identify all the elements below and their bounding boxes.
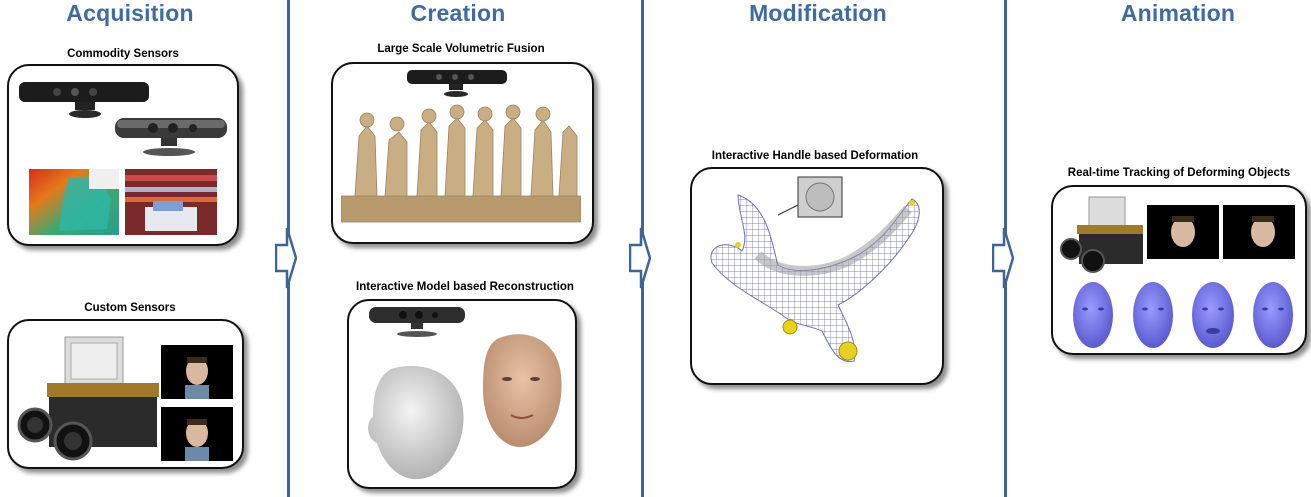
column-title-modification: Modification [749, 0, 887, 26]
flow-arrow-2 [629, 227, 651, 289]
stereo-camera-rig-icon [1060, 196, 1143, 273]
panel-model-reconstruction [347, 299, 577, 489]
kinect-sensor-icon [407, 70, 507, 97]
face-video-frame-1 [161, 345, 233, 399]
panel-handle-deformation [690, 167, 944, 385]
label-volumetric-fusion: Large Scale Volumetric Fusion [377, 43, 545, 55]
label-custom-sensors: Custom Sensors [84, 302, 176, 314]
depth-camera-icon [369, 307, 465, 337]
column-title-creation: Creation [410, 0, 506, 26]
depth-camera-icon [115, 118, 227, 156]
column-title-animation: Animation [1120, 0, 1236, 26]
panel-realtime-tracking [1051, 185, 1307, 355]
label-realtime-tracking: Real-time Tracking of Deforming Objects [1067, 167, 1291, 179]
label-model-reconstruction: Interactive Model based Reconstruction [356, 281, 574, 293]
tracking-video-frame-2 [1223, 205, 1295, 259]
column-title-acquisition: Acquisition [66, 0, 194, 26]
label-handle-deformation: Interactive Handle based Deformation [711, 150, 919, 162]
stereo-camera-rig-icon [17, 336, 159, 461]
deformation-handle-icon [710, 176, 920, 363]
textured-face-reconstruction [483, 334, 562, 447]
statues-reconstruction [341, 104, 581, 223]
color-image-bookstore [125, 169, 217, 235]
tracked-face-models [1073, 282, 1293, 348]
label-commodity-sensors: Commodity Sensors [67, 48, 179, 60]
flow-arrow-3 [992, 227, 1014, 289]
kinect-sensor-icon [19, 82, 149, 118]
flow-arrow-1 [275, 227, 297, 289]
tracking-video-frame-1 [1147, 205, 1219, 259]
panel-custom-sensors [7, 319, 244, 469]
depth-map-image [29, 169, 119, 235]
face-video-frame-2 [161, 407, 233, 461]
face-mesh-icon [368, 365, 464, 480]
panel-commodity-sensors [7, 64, 239, 246]
panel-volumetric-fusion [331, 62, 594, 244]
